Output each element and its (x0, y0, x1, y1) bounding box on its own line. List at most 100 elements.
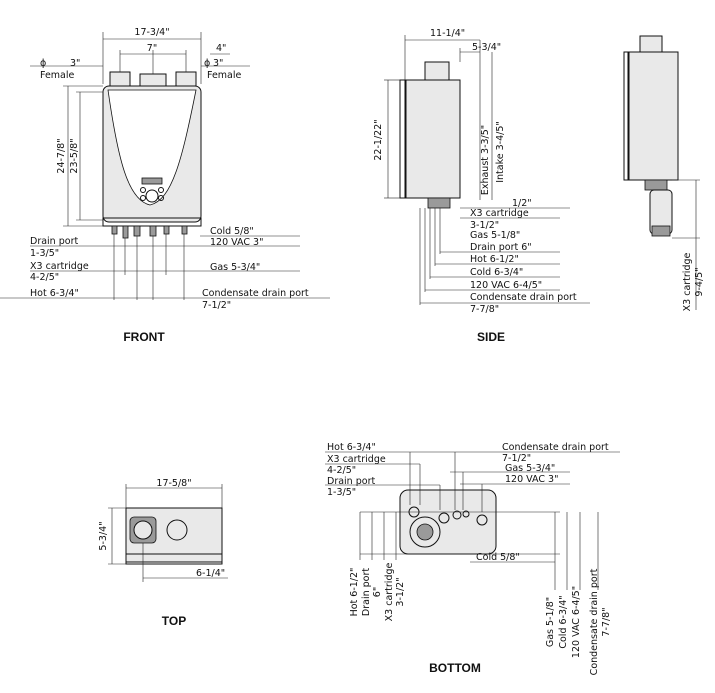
fitting (111, 225, 118, 235)
bottom-condensate-label: Condensate drain port (502, 442, 609, 453)
side-condensate-value: 7-7/8" (470, 304, 499, 315)
front-height-inner-label: 23-5/8" (69, 138, 80, 173)
fitting (149, 225, 157, 237)
side-drain-label: Drain port 6" (470, 242, 532, 253)
bottom-v-cold-label: Cold 6-3/4" (558, 595, 569, 648)
side-intake-label: Intake 3-4/5" (495, 121, 506, 183)
bottom-drain-value: 1-3/5" (327, 487, 356, 498)
bottom-cold-label: Cold 5/8" (476, 552, 520, 563)
front-drain-port-label: Drain port (30, 236, 78, 247)
bottom-v-condensate-value: 7-7/8" (601, 607, 612, 636)
front-drain-port-value: 1-3/5" (30, 248, 59, 259)
button-icon (140, 195, 146, 201)
top-depth-label: 5-3/4" (98, 521, 109, 550)
side2-vent-pipe (639, 35, 663, 53)
bottom-condensate-value: 7-1/2" (502, 453, 531, 464)
bottom-title: BOTTOM (429, 661, 481, 675)
vent-pipe-left (109, 71, 131, 87)
front-height-outer-label: 24-7/8" (56, 138, 67, 173)
front-condensate-value: 7-1/2" (202, 300, 231, 311)
front-spacing-right-label: 4" (216, 43, 226, 54)
bottom-x3-label: X3 cartridge (327, 454, 386, 465)
bottom-v-gas-label: Gas 5-1/8" (545, 597, 556, 647)
bottom-large-port-inner (416, 523, 434, 541)
vent-pipe-right (175, 71, 197, 87)
side-view-2: X3 cartridge 9-4/5" (623, 35, 705, 311)
fitting (181, 225, 188, 235)
top-view: 17-5/8" 5-3/4" 6-1/4" TOP (98, 478, 228, 628)
fitting (133, 225, 141, 237)
side-hot-label: Hot 6-1/2" (470, 254, 519, 265)
side-fittings (427, 197, 451, 209)
bottom-v-vac-label: 120 VAC 6-4/5" (571, 586, 582, 658)
phi-left-symbol: ϕ (40, 58, 46, 69)
side-exhaust-label: Exhaust 3-3/5" (480, 125, 491, 195)
bottom-v-hot-label: Hot 6-1/2" (349, 568, 360, 617)
front-title: FRONT (123, 330, 165, 344)
side2-mount-plate (623, 51, 630, 181)
front-width-label: 17-3/4" (134, 27, 169, 38)
side-cold-label: Cold 6-3/4" (470, 267, 523, 278)
side-body (404, 79, 461, 199)
side-view: 11-1/4" 5-3/4" 22-1/22" Exhaust 3-3/5" I… (373, 28, 590, 344)
side-vac-label: 120 VAC 6-4/5" (470, 280, 542, 291)
side-offset-label: 5-3/4" (472, 42, 501, 53)
x3-cartridge-cap (651, 225, 671, 237)
button-icon (158, 187, 164, 193)
bottom-port-icon (476, 514, 488, 526)
side2-x3-label: X3 cartridge (682, 252, 693, 311)
side-depth-label: 11-1/4" (430, 28, 465, 39)
side-vent-pipe (424, 61, 450, 81)
front-vac-label: 120 VAC 3" (210, 237, 263, 248)
front-female-right-label: Female (207, 70, 242, 81)
side-title: SIDE (477, 330, 505, 344)
top-front-edge (125, 553, 223, 565)
front-cold-label: Cold 5/8" (210, 226, 254, 237)
fitting (163, 225, 170, 235)
side-x3-label: X3 cartridge (470, 208, 529, 219)
side-height-label: 22-1/22" (373, 119, 384, 160)
front-dia-left-label: 3" (70, 58, 80, 69)
front-x3-cartridge-value: 4-2/5" (30, 272, 59, 283)
side2-fittings (644, 179, 668, 191)
front-female-left-label: Female (40, 70, 75, 81)
bottom-vac-label: 120 VAC 3" (505, 474, 558, 485)
phi-right-symbol: ϕ (204, 58, 210, 69)
bottom-v-drain-label: Drain port (361, 568, 372, 616)
bottom-port-icon (462, 510, 470, 518)
side-gas-label: Gas 5-1/8" (470, 230, 520, 241)
top-vent-circle (133, 520, 153, 540)
bottom-view: Hot 6-3/4" X3 cartridge 4-2/5" Drain por… (325, 442, 620, 675)
front-spacing-left-label: 7" (147, 43, 157, 54)
top-intake-circle (166, 519, 188, 541)
top-title: TOP (162, 614, 186, 628)
top-offset-label: 6-1/4" (196, 568, 225, 579)
side-half-label: 1/2" (512, 198, 532, 209)
front-dia-right-label: 3" (213, 58, 223, 69)
side-condensate-label: Condensate drain port (470, 292, 577, 303)
side-x3-value: 3-1/2" (470, 220, 499, 231)
bottom-port-icon (438, 512, 450, 524)
side2-body (627, 51, 679, 181)
top-width-label: 17-5/8" (156, 478, 191, 489)
bottom-v-x3-label: X3 cartridge (384, 562, 395, 621)
bottom-v-condensate-label: Condensate drain port (589, 568, 600, 675)
front-x3-cartridge-label: X3 cartridge (30, 261, 89, 272)
front-view: 17-3/4" 7" 4" ϕ 3" Female ϕ 3" Female 24… (0, 27, 330, 344)
bottom-v-drain-value: 6" (372, 587, 383, 597)
side2-x3-value: 9-4/5" (694, 267, 705, 296)
control-knob (145, 189, 159, 203)
bottom-drain-label: Drain port (327, 476, 375, 487)
display-screen (141, 177, 163, 185)
bottom-hot-label: Hot 6-3/4" (327, 442, 376, 453)
vent-pipe-center (139, 73, 167, 87)
front-condensate-label: Condensate drain port (202, 288, 309, 299)
bottom-x3-value: 4-2/5" (327, 465, 356, 476)
front-hot-label: Hot 6-3/4" (30, 288, 79, 299)
button-icon (140, 187, 146, 193)
bottom-port-icon (452, 510, 462, 520)
fitting (122, 225, 129, 239)
side-mount-plate (399, 79, 407, 199)
front-gas-label: Gas 5-3/4" (210, 262, 260, 273)
